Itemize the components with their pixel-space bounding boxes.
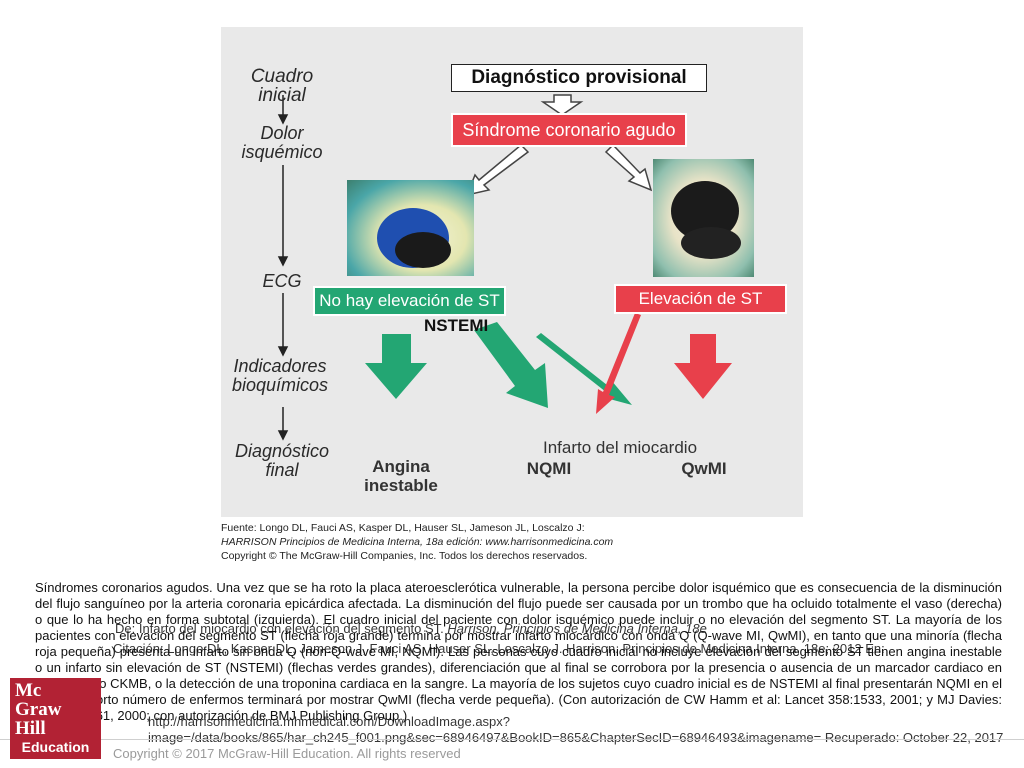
label-ecg: ECG [262, 271, 302, 291]
overlay-title-prefix: De: Infarto del miocardio con elevación … [115, 621, 444, 636]
overlay-title: De: Infarto del miocardio con elevación … [115, 621, 995, 637]
box-diagnostico-provisional: Diagnóstico provisional [451, 64, 707, 92]
copyright-text: Copyright © 2017 McGraw-Hill Education. … [113, 746, 461, 761]
box-elevacion-st: Elevación de ST [614, 284, 787, 314]
logo-education: Education [21, 739, 90, 755]
hollow-arrow-right [604, 143, 653, 192]
red-arrow-small [596, 313, 641, 414]
flow-arrowhead-3 [277, 346, 289, 357]
flow-arrowhead-1 [277, 114, 289, 125]
hollow-arrow-down [540, 94, 584, 116]
box-sindrome-coronario: Síndrome coronario agudo [451, 113, 687, 147]
label-dolor-isquemico: Dolor isquémico [241, 123, 323, 162]
outcome-angina: Angina inestable [364, 457, 438, 495]
outcome-nqmi: NQMI [526, 459, 572, 478]
footer-divider [0, 739, 1024, 740]
label-cuadro-inicial: Cuadro inicial [250, 66, 314, 106]
source-line: Fuente: Longo DL, Fauci AS, Kasper DL, H… [221, 522, 585, 534]
flow-arrowhead-2 [277, 256, 289, 267]
overlay-url[interactable]: http://harrisonmedicina.mhmedical.com/Do… [148, 714, 1004, 745]
green-arrow-big-left [365, 334, 427, 399]
overlay-citation: Citación: Longo DL, Kasper DL, Jameson J… [113, 641, 885, 656]
source-line: HARRISON Principios de Medicina Interna,… [221, 536, 614, 548]
red-arrow-big [674, 334, 732, 399]
occlusion-photo-subtotal [347, 180, 474, 276]
mcgraw-hill-logo: Mc Graw Hill Education [10, 678, 101, 759]
overlay-title-book: Harrison, Principios de Medicina Interna… [447, 621, 707, 636]
label-indicadores: Indicadores bioquímicos [231, 356, 329, 395]
hollow-arrow-left [465, 143, 530, 197]
label-nstemi: NSTEMI [424, 316, 489, 335]
figure-source: Fuente: Longo DL, Fauci AS, Kasper DL, H… [221, 521, 803, 563]
logo-text: Mc Graw Hill [15, 680, 62, 739]
source-line: Copyright © The McGraw-Hill Companies, I… [221, 550, 588, 562]
flow-arrowhead-4 [277, 430, 289, 441]
box-no-elevacion-st: No hay elevación de ST [313, 286, 506, 316]
figure-caption: Síndromes coronarios agudos. Una vez que… [35, 580, 1002, 723]
label-diagnostico-final: Diagnóstico final [234, 441, 330, 480]
outcome-qwmi: QwMI [681, 459, 727, 478]
diagram-figure: Cuadro inicial Dolor isquémico ECG Indic… [221, 27, 803, 517]
label-infarto: Infarto del miocardio [543, 438, 698, 457]
diagram-arrows [277, 94, 732, 441]
green-arrow-big-diagonal [474, 322, 548, 408]
occlusion-photo-total [653, 159, 754, 277]
